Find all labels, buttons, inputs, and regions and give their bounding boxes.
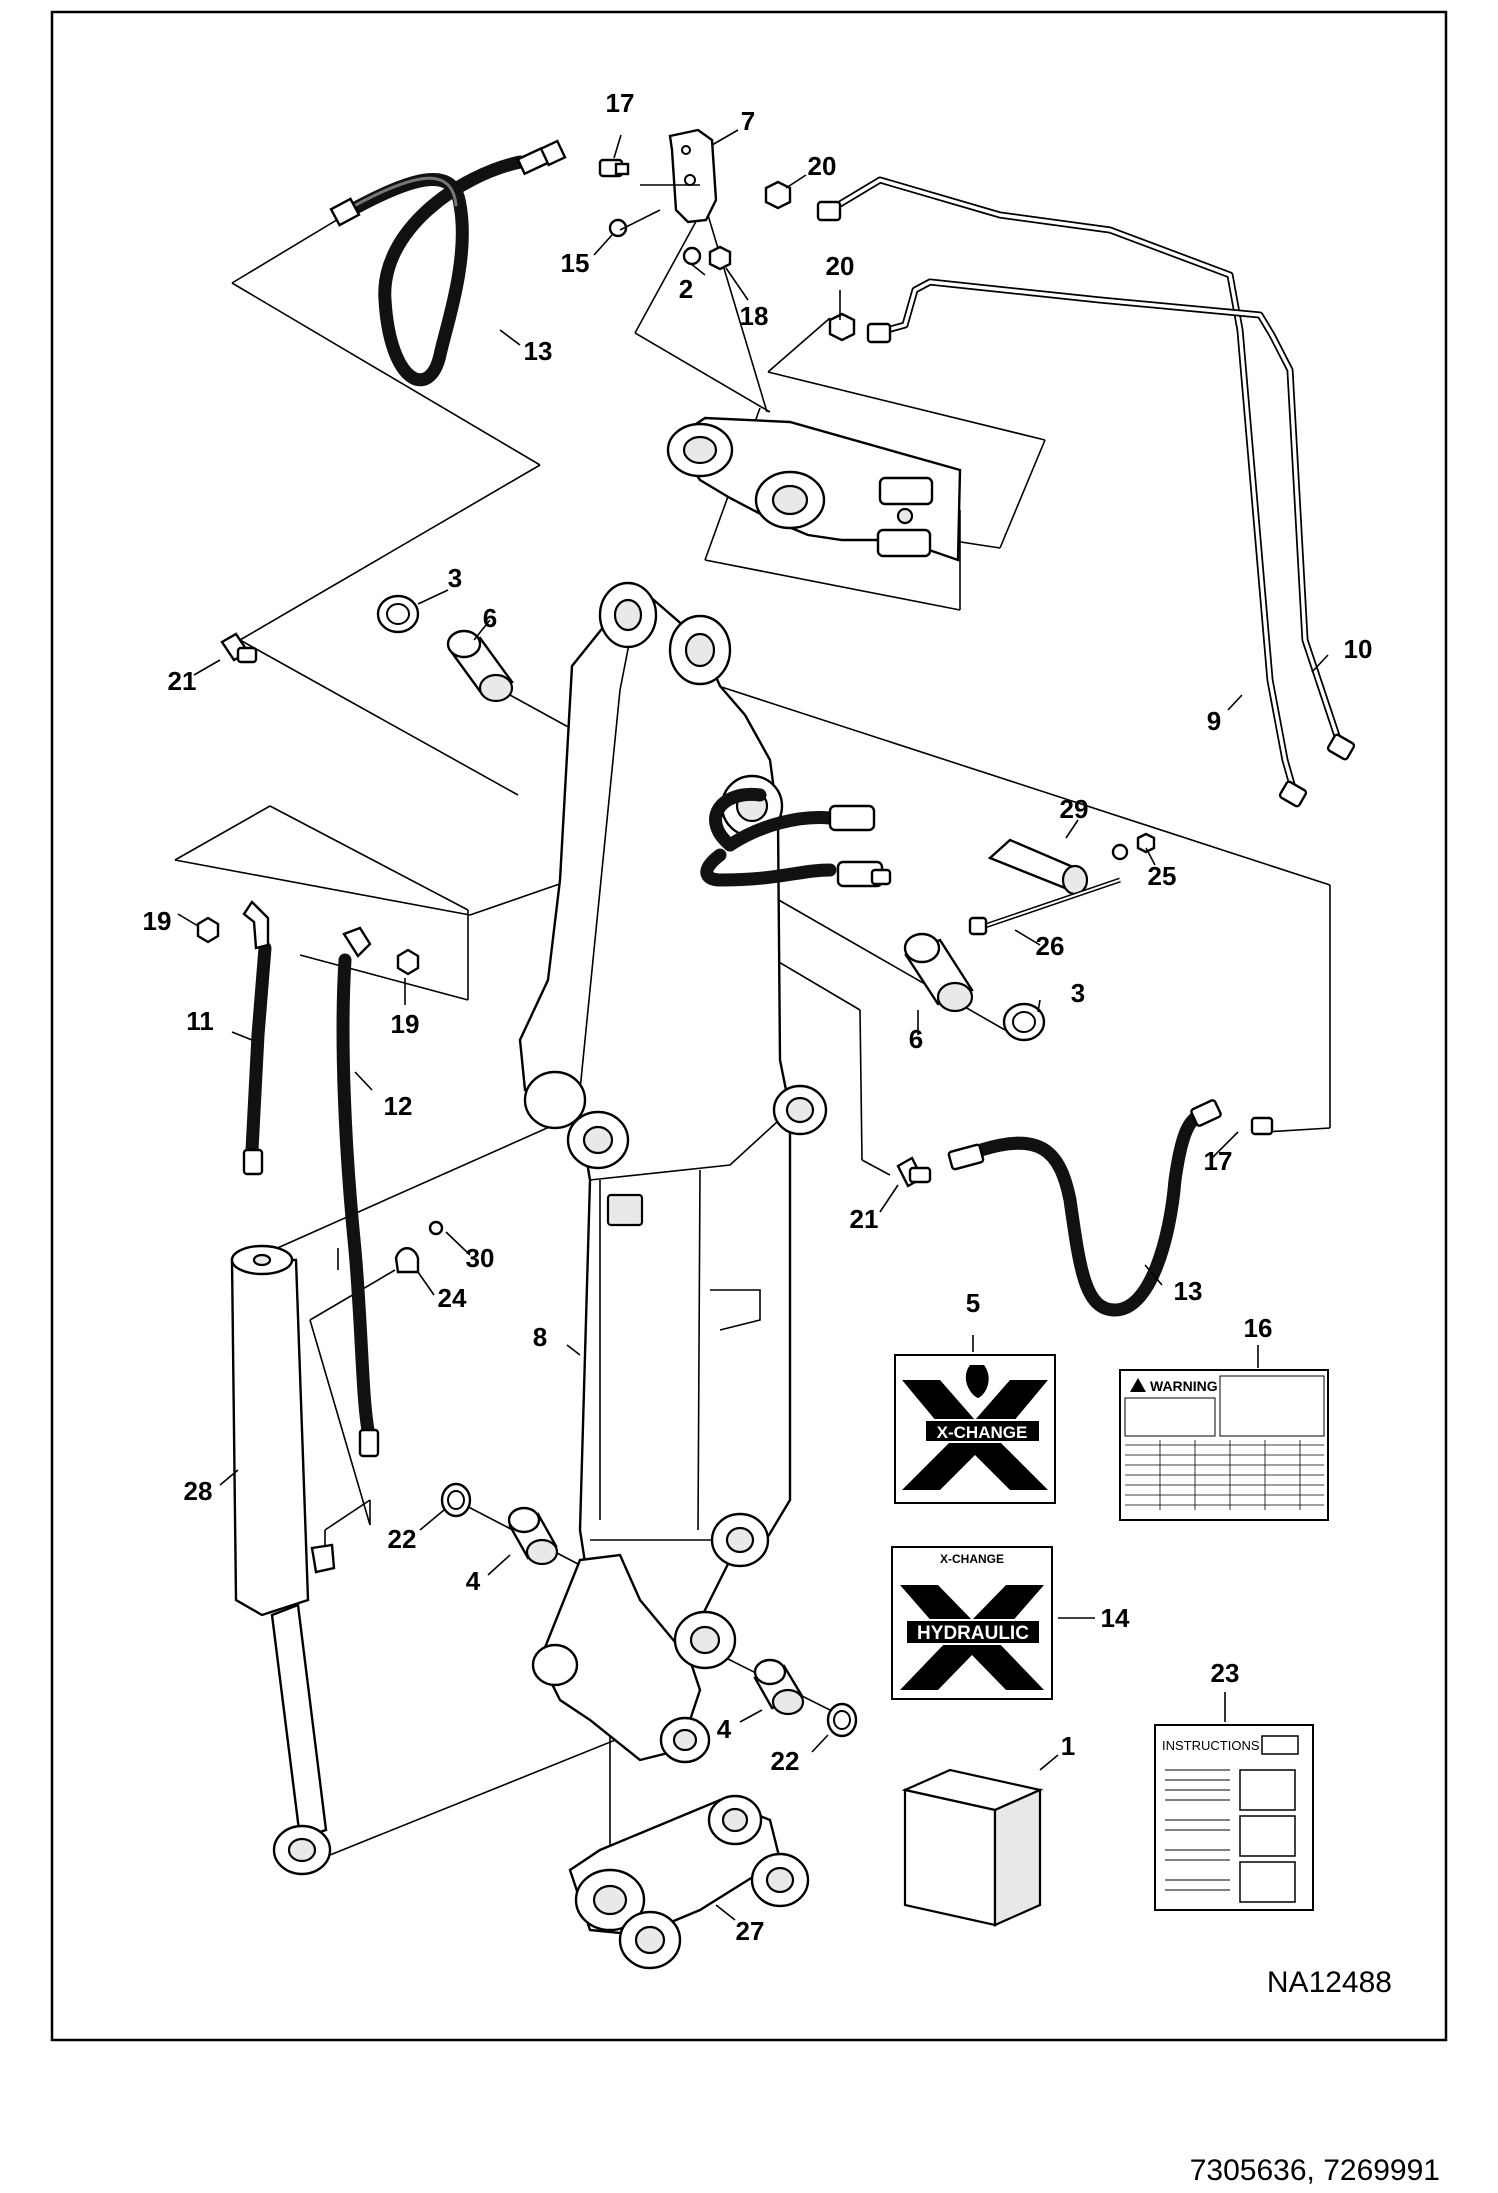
callout-12: 12 <box>384 1091 413 1121</box>
callout-6-top: 6 <box>483 603 497 633</box>
callout-22-left: 22 <box>388 1524 417 1554</box>
bushing-4-right <box>753 1658 805 1716</box>
xchange-label: X-CHANGE <box>937 1423 1028 1442</box>
callout-20-top: 20 <box>808 151 837 181</box>
ring-22-right <box>826 1702 858 1738</box>
callout-7: 7 <box>741 106 755 136</box>
ring-3-upper <box>376 594 420 634</box>
callout-29: 29 <box>1060 794 1089 824</box>
bushing-6-lower <box>903 932 974 1013</box>
tube-9 <box>816 176 1308 808</box>
bolt-26 <box>968 877 1121 936</box>
box-1 <box>901 1768 1044 1927</box>
callout-4-right: 4 <box>717 1714 732 1744</box>
bolt-30 <box>428 1220 444 1236</box>
callout-30: 30 <box>466 1243 495 1273</box>
callout-20-mid: 20 <box>826 251 855 281</box>
callout-19-right: 19 <box>391 1009 420 1039</box>
hydraulic-label: HYDRAULIC <box>917 1623 1029 1644</box>
callout-5: 5 <box>966 1288 980 1318</box>
callout-24: 24 <box>438 1283 467 1313</box>
callout-3-lower: 3 <box>1071 978 1085 1008</box>
fitting-17-lower <box>1250 1116 1274 1136</box>
callout-9: 9 <box>1207 706 1221 736</box>
clip-24 <box>394 1247 420 1274</box>
pin-29 <box>987 838 1089 896</box>
drawing-code: NA12488 <box>1267 1966 1392 1999</box>
coupler-head <box>666 416 962 562</box>
callout-13-lower: 13 <box>1174 1276 1203 1306</box>
washer-2 <box>682 246 702 266</box>
callout-1: 1 <box>1061 1731 1075 1761</box>
callout-27: 27 <box>736 1916 765 1946</box>
callout-17-lower: 17 <box>1204 1146 1233 1176</box>
tube-10 <box>866 278 1356 761</box>
bushing-6-upper <box>446 629 514 703</box>
boom-8 <box>518 581 828 1764</box>
diagram-border <box>50 10 1448 2042</box>
callout-2: 2 <box>679 274 693 304</box>
nut-20-lower <box>828 312 856 342</box>
callout-16: 16 <box>1244 1313 1273 1343</box>
callout-21-lower: 21 <box>850 1204 879 1234</box>
link-27 <box>568 1794 810 1970</box>
callout-4-left: 4 <box>466 1566 481 1596</box>
callout-11: 11 <box>186 1006 214 1036</box>
nut-20-upper <box>764 180 792 210</box>
warning-label: WARNING <box>1150 1378 1218 1394</box>
washer-25 <box>1111 832 1156 861</box>
callout-26: 26 <box>1036 931 1065 961</box>
instructions-label: INSTRUCTIONS <box>1162 1738 1260 1753</box>
decal-16-warning: WARNING <box>1119 1369 1329 1521</box>
decal-5-xchange: X-CHANGE <box>894 1354 1056 1504</box>
ring-22-left <box>440 1482 472 1518</box>
callout-23: 23 <box>1211 1658 1240 1688</box>
hose-11 <box>242 900 272 1176</box>
manual-23-instructions: INSTRUCTIONS <box>1154 1724 1314 1911</box>
fitting-21-upper <box>220 632 258 664</box>
callout-17-top: 17 <box>606 88 635 118</box>
callout-14: 14 <box>1101 1603 1130 1633</box>
hose-13-upper <box>329 139 567 387</box>
callout-13-top: 13 <box>524 336 553 366</box>
callout-10: 10 <box>1344 634 1373 664</box>
callout-3-top: 3 <box>448 563 462 593</box>
hose-13-lower <box>947 1099 1222 1317</box>
hose-12 <box>336 926 380 1458</box>
xchange-hydraulic-top-label: X-CHANGE <box>940 1552 1004 1566</box>
bolt-15 <box>608 209 661 238</box>
callout-labels: 17 7 20 15 2 18 20 13 3 6 21 10 9 29 25 … <box>143 88 1373 1946</box>
boom-quick-hoses <box>700 787 892 888</box>
nut-18 <box>708 245 732 271</box>
bushing-4-left <box>507 1506 559 1566</box>
ring-3-lower <box>1002 1002 1046 1042</box>
decal-14-xchange-hydraulic: X-CHANGE HYDRAULIC <box>891 1546 1053 1700</box>
nut-19-left <box>196 916 220 944</box>
fitting-21-lower <box>896 1156 932 1188</box>
part-numbers: 7305636, 7269991 <box>1190 2154 1440 2187</box>
callout-21-top: 21 <box>168 666 197 696</box>
callout-15: 15 <box>561 248 590 278</box>
callout-25: 25 <box>1148 861 1177 891</box>
callout-leaders <box>177 129 1329 1921</box>
fitting-17-upper <box>598 158 630 178</box>
callout-22-right: 22 <box>771 1746 800 1776</box>
callout-6-lower: 6 <box>909 1024 923 1054</box>
callout-18: 18 <box>740 301 769 331</box>
plate-7 <box>640 128 718 224</box>
cylinder-28 <box>230 1244 336 1876</box>
callout-28: 28 <box>184 1476 213 1506</box>
nut-19-right <box>396 948 420 976</box>
callout-19-left: 19 <box>143 906 172 936</box>
callout-8: 8 <box>533 1322 547 1352</box>
